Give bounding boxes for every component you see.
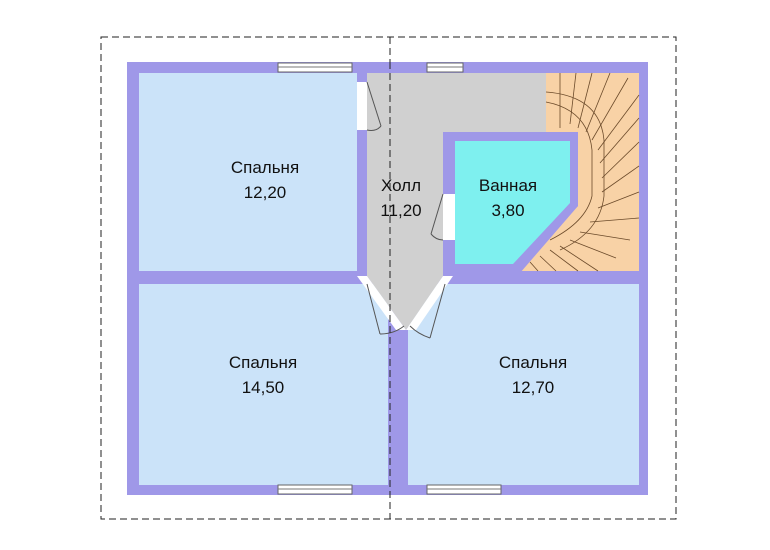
window-top-center bbox=[426, 62, 464, 73]
hall-name: Холл bbox=[381, 176, 421, 195]
stairs-floor bbox=[520, 73, 639, 271]
bedroom-bottom-right-floor bbox=[408, 284, 639, 485]
bedroom-top-left-floor bbox=[139, 73, 357, 271]
bathroom-floor bbox=[455, 141, 570, 264]
bedroom-top-left-area: 12,20 bbox=[244, 183, 287, 202]
window-bottom-left bbox=[277, 484, 353, 495]
bedroom-bottom-left-name: Спальня bbox=[229, 353, 297, 372]
bedroom-bottom-right-name: Спальня bbox=[499, 353, 567, 372]
hall-area: 11,20 bbox=[380, 201, 421, 220]
door-bedroom-bottom-right bbox=[406, 276, 453, 339]
bathroom-area: 3,80 bbox=[491, 201, 524, 220]
outer-dashed-boundary bbox=[100, 36, 677, 520]
bedroom-top-left-name: Спальня bbox=[231, 158, 299, 177]
window-bottom-right bbox=[426, 484, 502, 495]
window-top-left bbox=[277, 62, 353, 73]
bedroom-bottom-right-area: 12,70 bbox=[512, 378, 555, 397]
door-bathroom bbox=[430, 193, 455, 241]
hall-floor bbox=[367, 73, 546, 330]
stair-treads bbox=[529, 72, 640, 272]
bedroom-bottom-left-floor bbox=[139, 284, 388, 485]
bedroom-bottom-left-area: 14,50 bbox=[242, 378, 285, 397]
door-bedroom-top-left bbox=[357, 81, 382, 131]
door-bedroom-bottom-left bbox=[357, 276, 406, 335]
bathroom-name: Ванная bbox=[479, 176, 537, 195]
